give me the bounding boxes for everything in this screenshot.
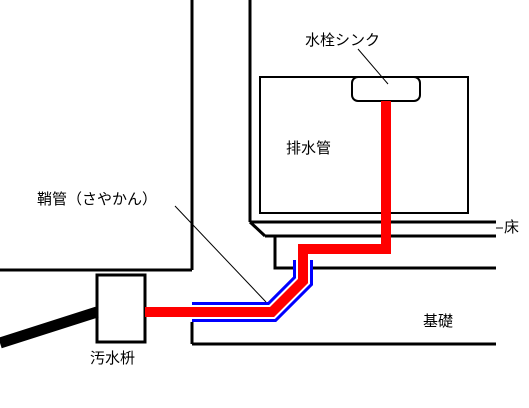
label-sewage-basin: 汚水枡 bbox=[90, 349, 136, 367]
label-sheath-pipe: 鞘管（さやかん） bbox=[37, 190, 158, 208]
leader-line-sink bbox=[357, 48, 389, 85]
leader-line-sheath bbox=[174, 205, 267, 303]
sink-bowl bbox=[351, 76, 421, 102]
floor-board bbox=[248, 220, 496, 238]
foundation-slab bbox=[192, 236, 496, 346]
drain-pipe bbox=[145, 101, 391, 317]
outlet-pipe bbox=[0, 306, 99, 349]
label-sink: 水栓シンク bbox=[305, 31, 381, 49]
building-wall-structure bbox=[0, 0, 252, 344]
label-foundation: 基礎 bbox=[423, 312, 454, 330]
sewage-basin bbox=[95, 273, 147, 344]
label-floor: 床 bbox=[504, 218, 520, 236]
label-drain-pipe: 排水管 bbox=[286, 139, 332, 157]
